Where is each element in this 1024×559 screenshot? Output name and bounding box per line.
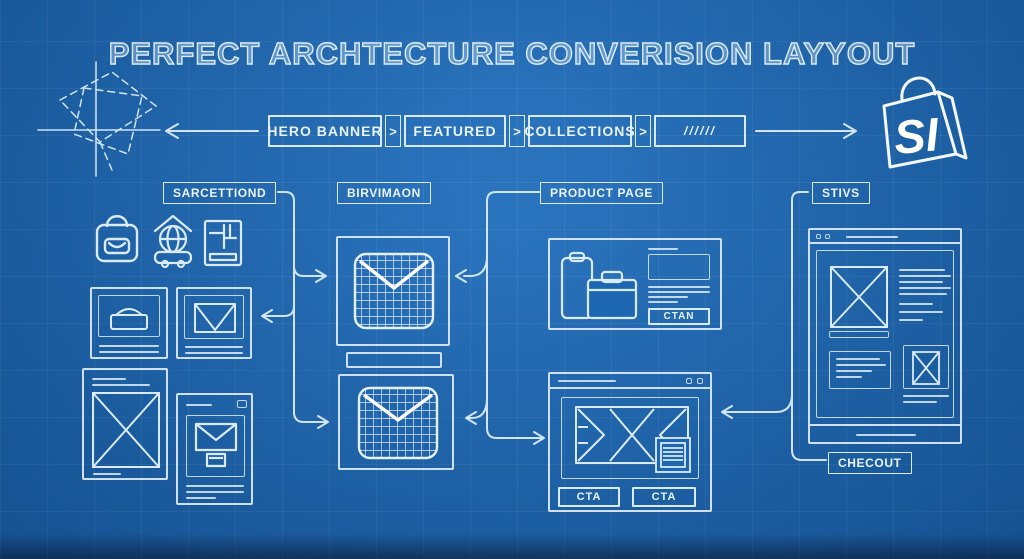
modal-cta-button-2[interactable]: CTA <box>632 487 696 507</box>
x-image-placeholder-icon <box>912 351 940 385</box>
wireframe-grid-block-2 <box>338 374 454 470</box>
wireframe-card-envelope <box>176 393 253 505</box>
flow-step-hero-banner[interactable]: HERO BANNER <box>267 115 382 147</box>
window-control-icon <box>825 234 830 239</box>
content-frame <box>816 250 954 418</box>
modal-cta-button-1[interactable]: CTA <box>558 487 620 507</box>
thumb-card <box>903 345 949 389</box>
text-card <box>829 351 891 389</box>
wireframe-product-page: CTAN <box>548 238 722 330</box>
wireframe-bar <box>346 352 442 368</box>
window-footer <box>810 424 960 442</box>
clipboard-and-case-icon <box>560 251 638 320</box>
chevron-right-icon: > <box>635 115 651 147</box>
window-titlebar <box>550 374 710 389</box>
x-image-placeholder-icon <box>830 266 888 328</box>
window-titlebar <box>810 230 960 244</box>
logo-text: SI <box>892 107 942 164</box>
wireframe-card-image <box>176 287 252 359</box>
image-placeholder-icon <box>194 303 236 333</box>
globe-home-icon <box>153 214 193 268</box>
label-section-right: STIVS <box>812 182 870 204</box>
label-checkout: CHECOUT <box>828 452 912 474</box>
connector-left-label <box>277 191 295 413</box>
wireframe-card-bag <box>90 287 168 359</box>
product-cta-button[interactable]: CTAN <box>648 308 710 325</box>
expand-icon <box>237 400 247 408</box>
page-title: PERFECT ARCHTECTURE CONVERISION LAYYOUT <box>108 35 916 71</box>
chevron-right-icon: > <box>509 115 525 147</box>
shopify-bag-logo: SI <box>882 76 968 169</box>
lined-box-icon <box>655 437 691 473</box>
chevron-right-icon: > <box>385 115 401 147</box>
x-image-placeholder-icon <box>92 392 160 468</box>
wireframe-checkout-modal: CTA CTA <box>548 372 712 512</box>
flow-step-placeholder[interactable]: ////// <box>654 115 746 147</box>
flow-step-featured[interactable]: FEATURED <box>404 115 506 147</box>
corner-sketch <box>37 61 161 177</box>
label-section-center: BIRVIMAON <box>337 182 431 204</box>
flow-step-collections[interactable]: COLLECTIONS <box>524 115 635 147</box>
grid-envelope-icon <box>353 252 435 330</box>
label-section-left: SARCETTIOND <box>163 182 277 204</box>
shopping-bag-icon <box>95 215 139 263</box>
layout-window-icon <box>203 219 243 267</box>
modal-inner-frame <box>561 397 699 479</box>
wireframe-browser-window <box>808 228 962 444</box>
window-control-icon <box>686 378 692 384</box>
grid-envelope-icon <box>357 386 439 460</box>
label-product-page: PRODUCT PAGE <box>540 182 663 204</box>
wireframe-card-hero-image <box>82 368 168 480</box>
envelope-icon <box>194 422 238 468</box>
connector-product-label <box>486 191 541 409</box>
briefcase-icon <box>110 308 148 330</box>
window-control-icon <box>816 234 821 239</box>
wireframe-grid-block-1 <box>336 236 450 346</box>
window-control-icon <box>697 378 703 384</box>
